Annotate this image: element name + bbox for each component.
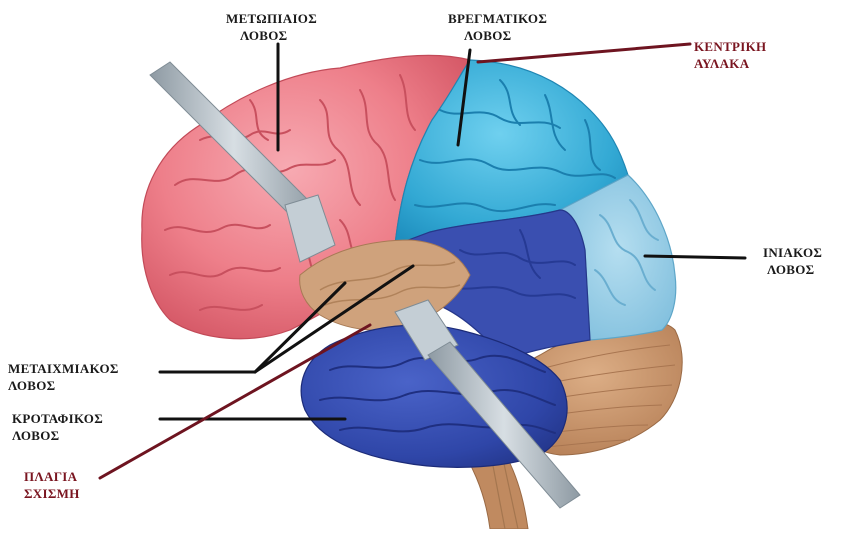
- label-central-sulcus: ΚΕΝΤΡΙΚΗ ΑΥΛΑΚΑ: [694, 38, 766, 72]
- label-occipital-lobe: ΙΝΙΑΚΟΣ ΛΟΒΟΣ: [763, 244, 822, 278]
- leader-occipital: [645, 256, 745, 258]
- label-frontal-lobe: ΜΕΤΩΠΙΑΙΟΣ ΛΟΒΟΣ: [226, 10, 317, 44]
- label-parietal-lobe: ΒΡΕΓΜΑΤΙΚΟΣ ΛΟΒΟΣ: [448, 10, 547, 44]
- label-lateral-fissure: ΠΛΑΓΙΑ ΣΧΙΣΜΗ: [24, 468, 80, 502]
- label-insular-lobe: ΜΕΤΑΙΧΜΙΑΚΟΣ ΛΟΒΟΣ: [8, 360, 119, 394]
- leader-central: [478, 44, 690, 62]
- label-temporal-lobe: ΚΡΟΤΑΦΙΚΟΣ ΛΟΒΟΣ: [12, 410, 103, 444]
